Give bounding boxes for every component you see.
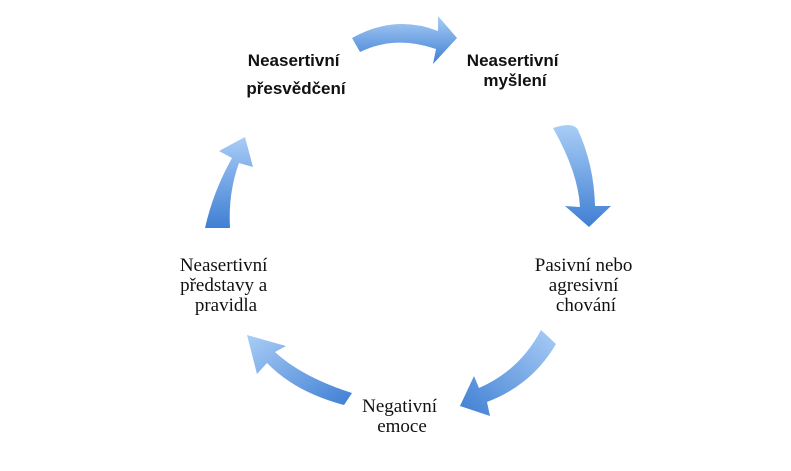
node-belief: Neasertivní přesvědčení: [246, 51, 346, 98]
arrow-ideas-to-belief: [205, 137, 253, 228]
node-ideas-line-1: Neasertivní: [180, 255, 268, 276]
node-layer: Neasertivní přesvědčení Neasertivní myšl…: [180, 51, 637, 437]
node-thinking-line-2: myšlení: [483, 71, 548, 90]
node-thinking-line-1: Neasertivní: [467, 51, 560, 70]
node-belief-line-1: Neasertivní: [248, 51, 341, 70]
node-behavior-line-2: agresivní: [549, 275, 619, 296]
node-emotion: Negativní emoce: [362, 396, 442, 437]
node-ideas-line-3: pravidla: [195, 295, 258, 316]
arrow-emotion-to-ideas: [247, 335, 352, 405]
node-ideas-line-2: představy a: [180, 275, 268, 296]
arrow-belief-to-thinking: [352, 16, 457, 64]
arrow-behavior-to-emotion: [460, 330, 556, 416]
node-behavior: Pasivní nebo agresivní chování: [535, 255, 637, 316]
node-emotion-line-1: Negativní: [362, 396, 438, 417]
node-thinking: Neasertivní myšlení: [467, 51, 563, 90]
node-ideas: Neasertivní představy a pravidla: [180, 255, 272, 316]
node-behavior-line-3: chování: [556, 295, 617, 316]
node-emotion-line-2: emoce: [377, 416, 427, 437]
arrow-thinking-to-behavior: [553, 124, 611, 227]
node-behavior-line-1: Pasivní nebo: [535, 255, 633, 276]
node-belief-line-2: přesvědčení: [246, 79, 346, 98]
